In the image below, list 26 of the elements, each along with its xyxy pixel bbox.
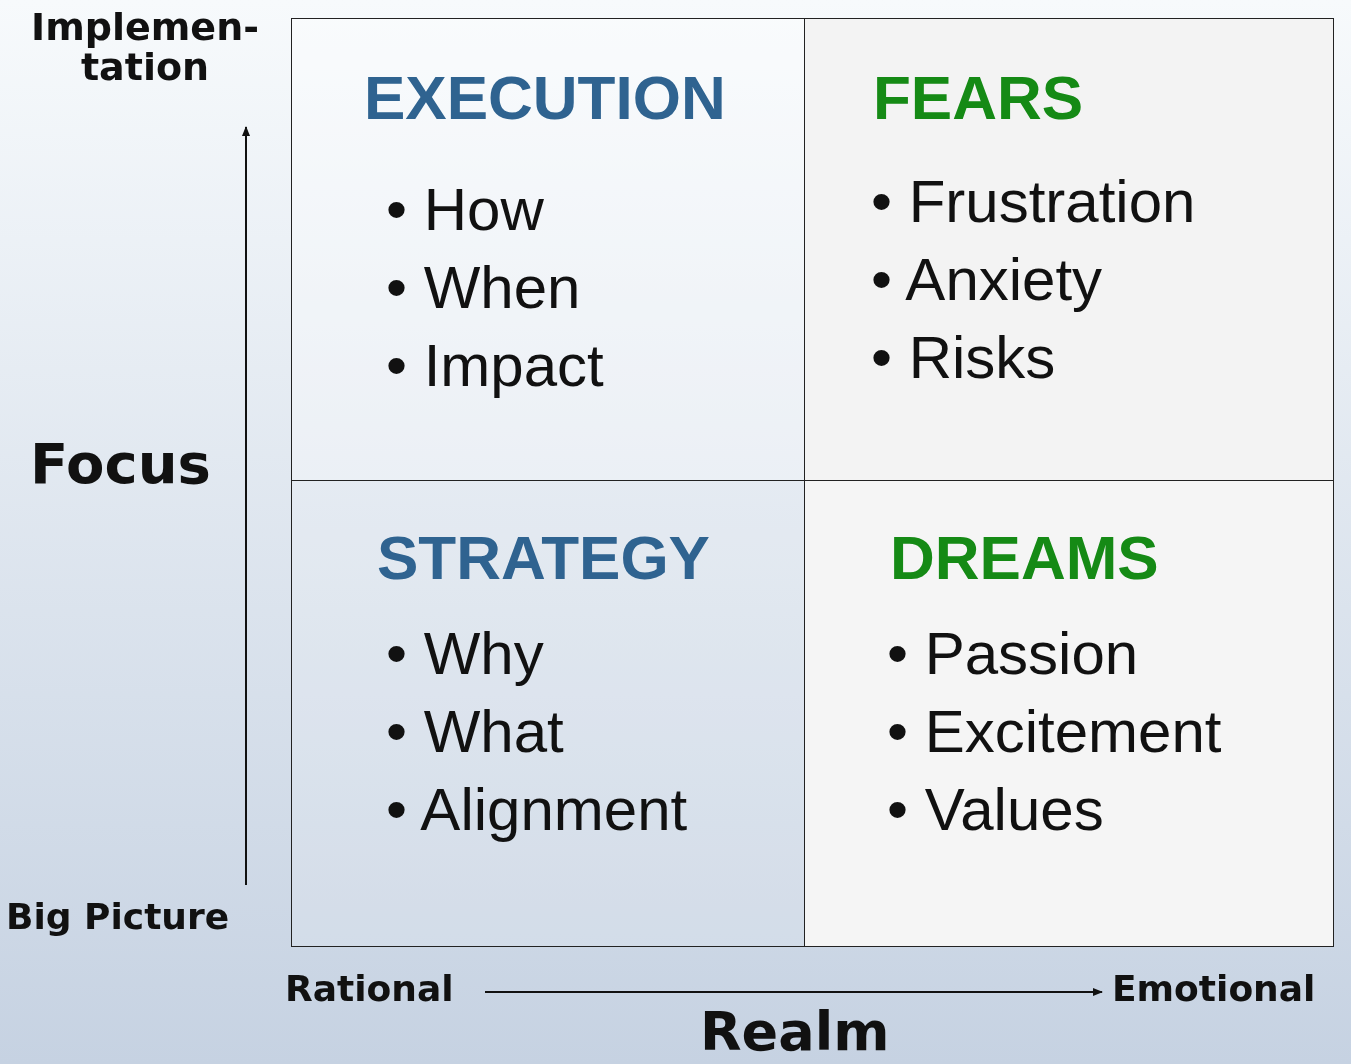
quadrant-heading: DREAMS [890,527,1159,589]
bullet-item: • When [386,253,582,323]
axis-label: Implemen- tation [30,8,260,88]
axis-title: Focus [30,435,211,494]
quadrant-heading: STRATEGY [377,527,710,589]
bullet-item: • Impact [386,331,604,401]
bullet-item: • How [386,175,545,245]
bullet-item: • Anxiety [871,245,1104,315]
quadrant-box [804,480,1334,947]
bullet-item: • Passion [887,619,1140,689]
quadrant-box [291,480,805,947]
bullet-item: • Values [887,775,1105,845]
bullet-item: • Excitement [887,697,1222,767]
bullet-item: • Why [386,619,545,689]
axis-label: Emotional [1112,970,1316,1008]
quadrant-heading: EXECUTION [364,67,726,129]
axis-label: Big Picture [6,898,230,936]
quadrant-box [291,18,805,481]
axis-title: Realm [700,1004,890,1061]
axis-label: Rational [285,970,454,1008]
bullet-item: • Alignment [386,775,688,845]
bullet-item: • Frustration [871,167,1196,237]
bullet-item: • What [386,697,565,767]
quadrant-heading: FEARS [873,67,1084,129]
quadrant-box [804,18,1334,481]
bullet-item: • Risks [871,323,1057,393]
